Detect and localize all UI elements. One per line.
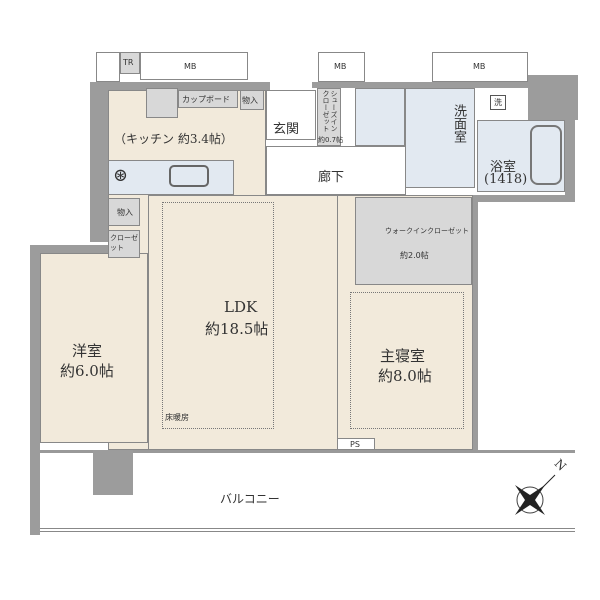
closet: クローゼット (108, 230, 140, 258)
storage-2: 物入 (108, 198, 140, 226)
bathroom (477, 120, 565, 192)
shoe-closet (317, 88, 341, 146)
entrance (266, 90, 316, 140)
stove-icon: ⊛ (113, 165, 129, 186)
duct-box (146, 88, 178, 118)
wall (472, 195, 478, 450)
storage-1: 物入 (240, 90, 264, 110)
compass-icon (515, 474, 556, 515)
floor-heating-area (350, 292, 464, 429)
mb-box-2: MB (318, 52, 365, 82)
western-room (40, 253, 148, 443)
toilet (355, 88, 405, 146)
wall (528, 75, 578, 120)
walk-in-closet (355, 197, 472, 285)
corridor (266, 146, 406, 195)
kitchen-counter: ⊛ (108, 160, 234, 195)
wall (312, 82, 532, 88)
cupboard: カップボード (178, 90, 238, 108)
wall (565, 115, 575, 200)
mb-box-3: MB (432, 52, 528, 82)
mb-box-1: MB (140, 52, 248, 80)
wall (30, 245, 40, 535)
tr-box: TR (120, 52, 140, 74)
sink-icon (169, 165, 209, 187)
wall (30, 245, 108, 253)
balcony (40, 450, 575, 532)
floor-heating-area (162, 202, 274, 429)
shoe-closet-label: シューズインクローゼット (322, 90, 338, 132)
washroom (405, 88, 475, 188)
bathtub-icon (530, 125, 562, 185)
wall (90, 82, 108, 242)
outdoor-unit (93, 450, 133, 495)
wall (90, 82, 270, 90)
outer-box (96, 52, 120, 82)
wall (470, 195, 575, 202)
ps-box: PS (337, 438, 375, 450)
